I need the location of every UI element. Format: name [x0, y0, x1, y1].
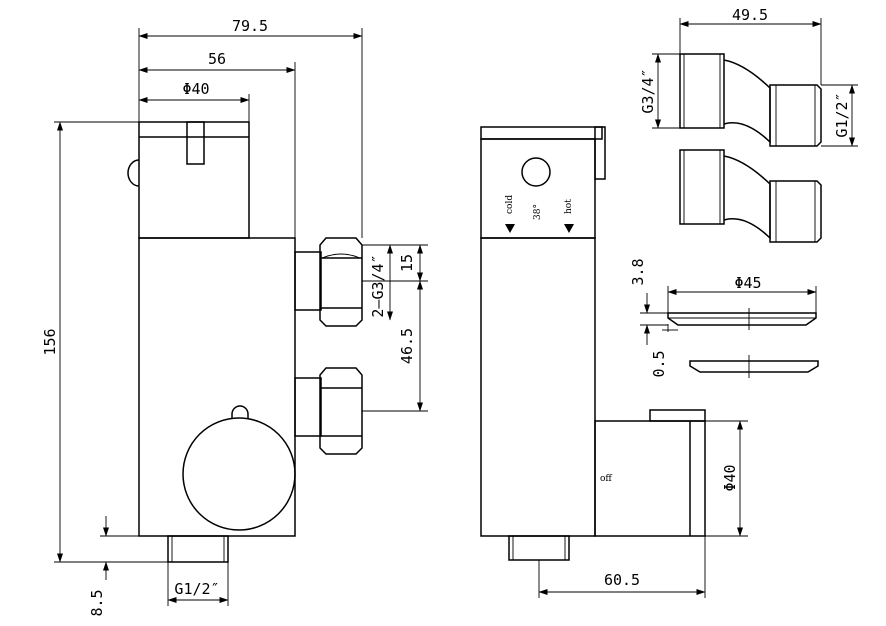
dim-eccentric-length: 49.5 [732, 6, 768, 24]
dim-knob-diameter: Φ40 [721, 464, 739, 491]
front-body [138, 237, 296, 537]
side-outlet [508, 535, 570, 561]
dim-outlet-height: 8.5 [88, 589, 106, 616]
dim-depth: 60.5 [604, 571, 640, 589]
label-hot: hot [564, 199, 574, 214]
dim-thread-small: G1/2″ [833, 92, 851, 137]
dim-overall-width: 79.5 [232, 17, 268, 35]
flange-bottom [689, 355, 819, 378]
flange-dims: Φ45 3.8 0.5 [629, 258, 817, 378]
side-head [480, 138, 596, 239]
front-side-knob [127, 159, 140, 187]
dim-inlet-top: 15 [398, 254, 416, 272]
front-outlet [167, 535, 229, 563]
front-lower-nut [319, 367, 363, 455]
side-head-dial [521, 157, 551, 187]
front-view: 79.5 56 Φ40 156 8.5 G1/2″ 15 2–G3/4″ [41, 17, 428, 617]
label-cold: cold [505, 195, 515, 214]
dim-outlet-thread: G1/2″ [174, 580, 219, 598]
side-body [480, 237, 596, 537]
dim-flange-thickness: 3.8 [629, 258, 647, 285]
front-head-lever [186, 121, 205, 165]
dim-handle-diameter: Φ40 [182, 80, 209, 98]
dim-body-width: 56 [208, 50, 226, 68]
eccentric-connector-top [679, 53, 822, 147]
side-view: cold 38° hot off Φ40 60.5 [480, 126, 748, 598]
eccentric-connector-bottom [679, 149, 822, 243]
front-bottom-knob [182, 417, 296, 531]
dim-inlet-spacing: 46.5 [398, 328, 416, 364]
front-upper-nut [319, 237, 363, 327]
dim-flange-diameter: Φ45 [734, 274, 761, 292]
dim-inlet-thread: 2–G3/4″ [369, 254, 387, 317]
eccentric-dims: 49.5 G3/4″ G1/2″ [639, 6, 858, 147]
label-temp: 38° [533, 204, 543, 220]
front-head [138, 121, 250, 239]
label-off: off [600, 474, 612, 484]
flange-top [667, 308, 817, 330]
dim-height: 156 [41, 328, 59, 355]
dim-thread-large: G3/4″ [639, 68, 657, 113]
dim-flange-lip: 0.5 [650, 350, 668, 377]
